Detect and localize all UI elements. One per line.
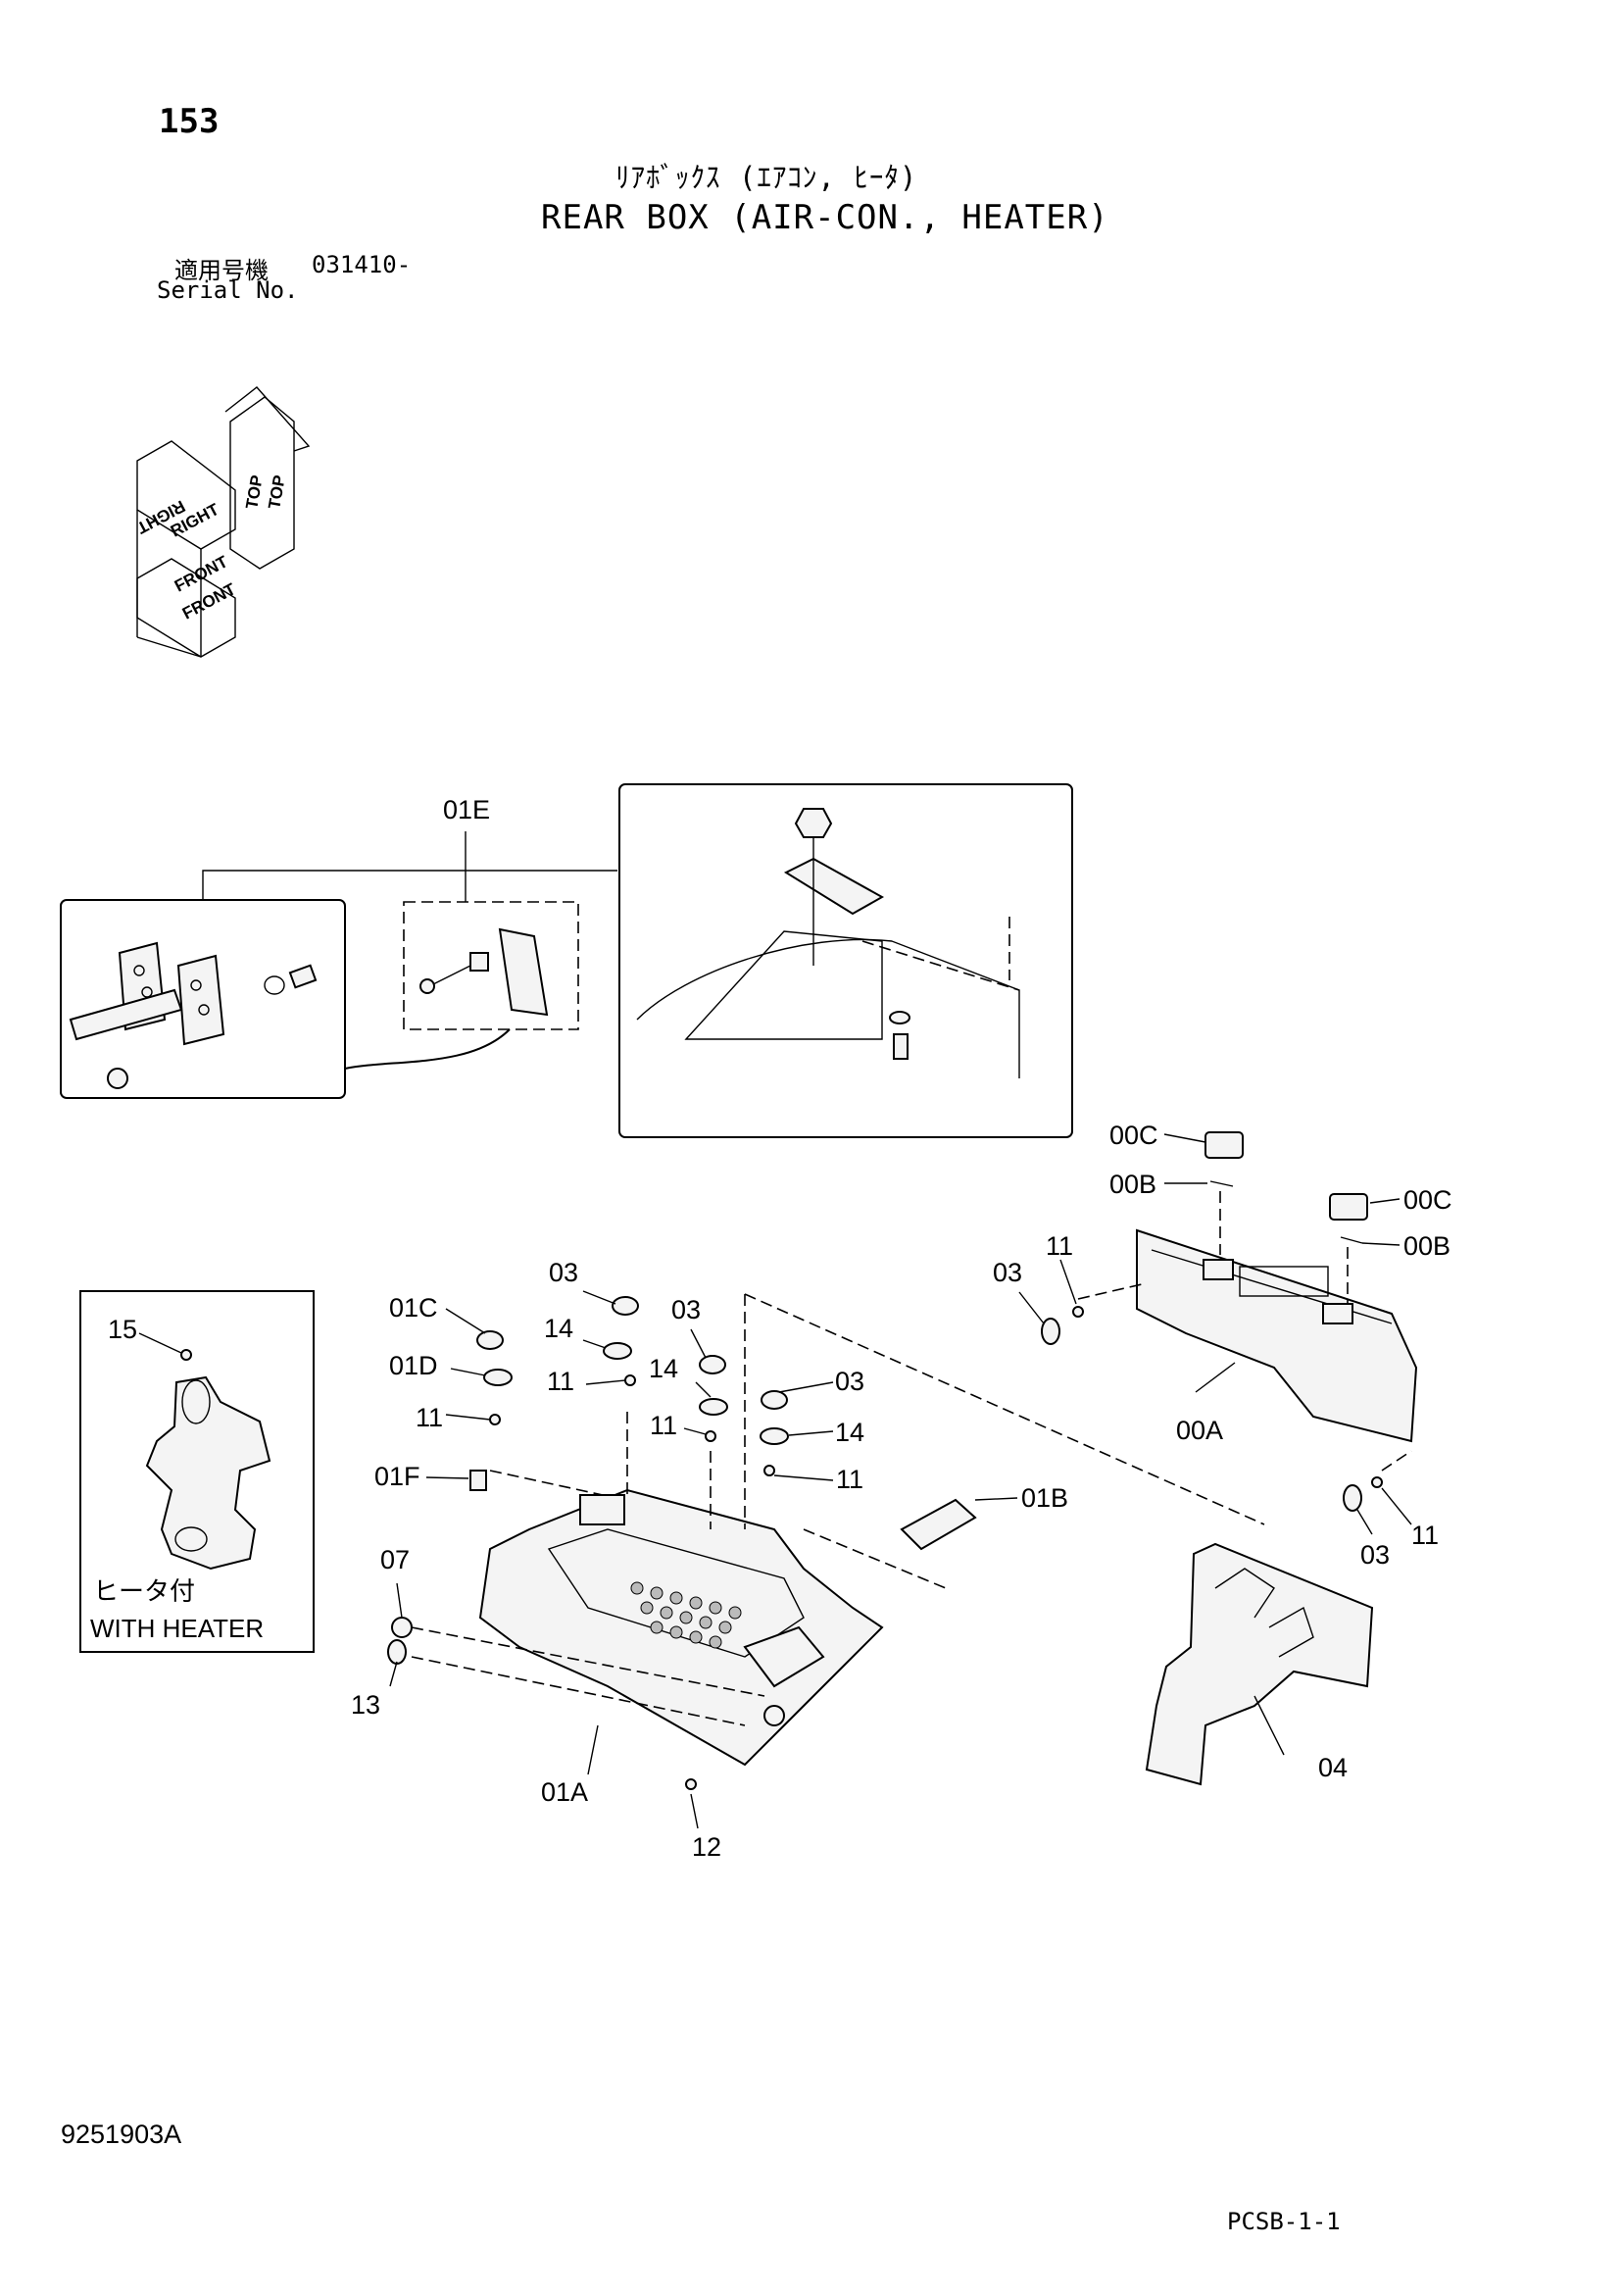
heater-inset-box: 15 ヒータ付 WITH HEATER — [79, 1290, 315, 1653]
part-label-01A: 01A — [541, 1777, 588, 1807]
heater-label: WITH HEATER — [90, 1614, 264, 1643]
part-01B-plate — [900, 1498, 977, 1551]
document-number: 9251903A — [61, 2120, 182, 2149]
serial-label-japanese: 適用号機 — [174, 257, 269, 284]
part-label-01B: 01B — [1021, 1483, 1068, 1513]
part-label-07: 07 — [380, 1545, 410, 1574]
part-label-01C: 01C — [389, 1293, 438, 1323]
part-01A-rear-box — [411, 1293, 1265, 1767]
part-label-03: 03 — [835, 1367, 864, 1396]
serial-label: Serial No. — [157, 276, 299, 304]
orientation-top-label: TOP — [242, 474, 267, 510]
part-label-00C: 00C — [1403, 1185, 1452, 1215]
detail-box-mounting — [618, 783, 1073, 1138]
part-label-03: 03 — [671, 1295, 701, 1324]
part-label-11: 11 — [836, 1465, 863, 1494]
page-number: 153 — [159, 102, 220, 141]
detail-box-bracket — [60, 899, 346, 1099]
title-japanese: ﾘｱﾎﾞｯｸｽ (ｴｱｺﾝ, ﾋｰﾀ) — [615, 161, 918, 194]
part-label-14: 14 — [649, 1354, 678, 1383]
part-label-13: 13 — [351, 1690, 380, 1720]
part-label-01F: 01F — [374, 1462, 420, 1491]
svg-text:TOP: TOP — [265, 474, 289, 510]
leader-lines — [389, 1133, 1412, 1829]
part-label-11: 11 — [650, 1411, 677, 1440]
part-label-01D: 01D — [389, 1351, 438, 1380]
part-label-11: 11 — [1046, 1231, 1073, 1261]
page-title: REAR BOX (AIR-CON., HEATER) — [541, 198, 1109, 237]
part-label-00C: 00C — [1109, 1121, 1158, 1150]
part-label-11: 11 — [416, 1403, 443, 1432]
part-label-00B: 00B — [1403, 1231, 1450, 1261]
part-label-11: 11 — [1411, 1521, 1439, 1550]
serial-number-value: 031410- — [312, 251, 412, 278]
orientation-indicator: TOP TOP RIGHT RIGHT FRONT FRONT — [133, 386, 311, 658]
part-label-14: 14 — [544, 1314, 573, 1343]
part-label-03: 03 — [993, 1258, 1022, 1287]
part-label-03: 03 — [549, 1258, 578, 1287]
part-label-15: 15 — [108, 1315, 137, 1344]
part-label-12: 12 — [692, 1832, 721, 1862]
part-04-duct — [1145, 1542, 1374, 1786]
part-labels: 00C 00B 00C 00B 03 11 00A 03 03 01C 14 0… — [351, 1121, 1452, 1862]
page-code: PCSB-1-1 — [1227, 2208, 1341, 2235]
heater-label-japanese: ヒータ付 — [93, 1576, 195, 1606]
part-label-04: 04 — [1318, 1753, 1348, 1782]
hardware-items — [387, 1296, 789, 1790]
part-label-14: 14 — [835, 1418, 864, 1447]
part-00A-cover — [1041, 1131, 1418, 1512]
part-label-00A: 00A — [1176, 1416, 1223, 1445]
part-label-03: 03 — [1360, 1540, 1390, 1570]
detail-01E-part: 01E — [202, 795, 617, 1070]
part-label-11: 11 — [547, 1367, 574, 1396]
part-label-00B: 00B — [1109, 1170, 1156, 1199]
part-label-01E: 01E — [443, 795, 490, 824]
